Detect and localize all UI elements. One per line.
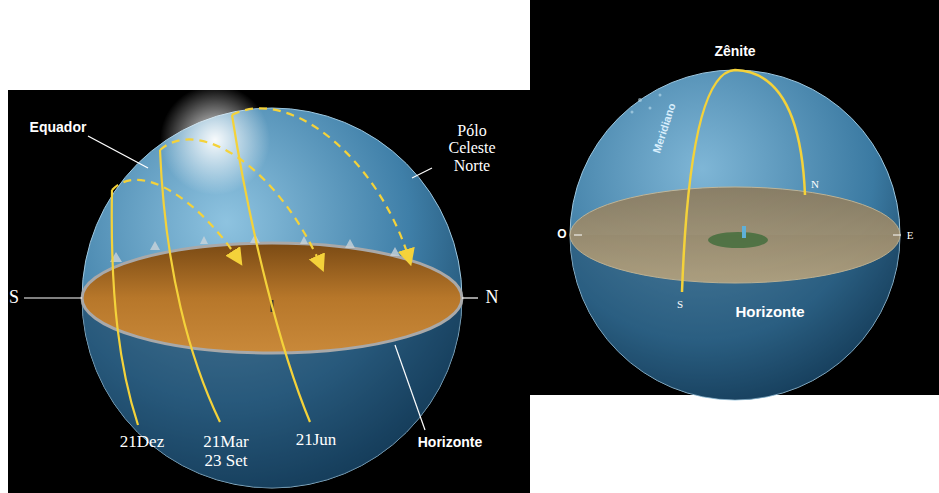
cardinal-label: O bbox=[557, 228, 566, 241]
date-label: 21Mar 23 Set bbox=[198, 433, 254, 470]
cardinal-label: N bbox=[811, 178, 819, 190]
pole-label: Pólo Celeste Norte bbox=[437, 122, 507, 175]
cardinal-label: E bbox=[907, 229, 914, 241]
equator-label: Equador bbox=[30, 120, 87, 135]
date-label: 21Jun bbox=[296, 431, 337, 450]
cardinal-label: S bbox=[9, 288, 19, 308]
horizon-label: Horizonte bbox=[418, 435, 483, 450]
horizon-label: Horizonte bbox=[735, 304, 804, 321]
cardinal-label: S bbox=[677, 298, 683, 310]
zenith-label: Zênite bbox=[237, 74, 278, 89]
date-label: 21Dez bbox=[120, 433, 164, 452]
zenith-label: Zênite bbox=[714, 44, 755, 59]
cardinal-label: N bbox=[486, 288, 499, 308]
